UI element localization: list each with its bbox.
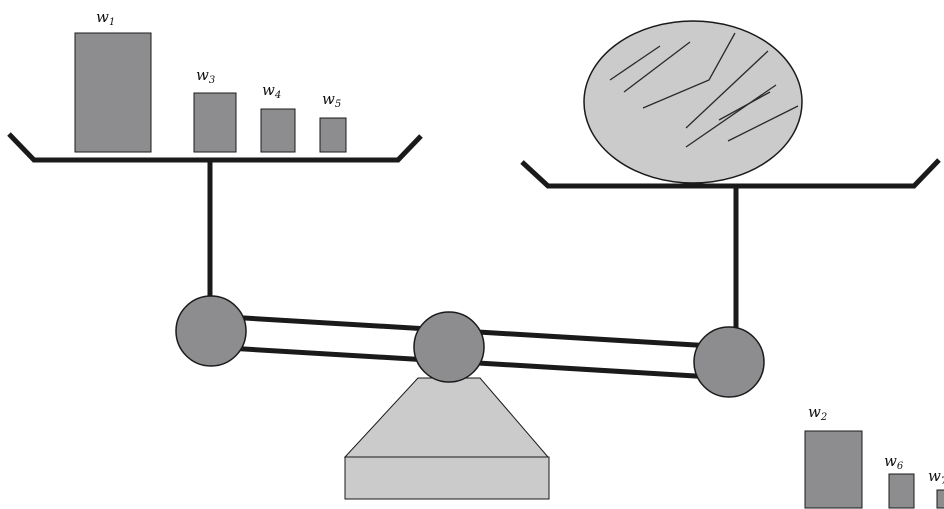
- weight-w5: [319, 117, 347, 153]
- fulcrum-trapezoid: [343, 377, 550, 458]
- left-pan: [7, 132, 423, 163]
- object-scratches: [609, 32, 799, 148]
- weight-w2: [804, 430, 863, 509]
- center-pivot: [413, 311, 485, 383]
- label-w6: w6: [884, 452, 904, 472]
- right-pivot: [693, 326, 765, 398]
- weight-w4: [260, 108, 296, 153]
- label-w1: w1: [96, 8, 115, 28]
- left-pivot: [175, 295, 247, 367]
- label-w5: w5: [322, 90, 341, 110]
- label-w2: w2: [808, 403, 827, 423]
- label-w7: w7: [928, 467, 944, 487]
- weight-w1: [74, 32, 152, 153]
- weight-w3: [193, 92, 237, 153]
- fulcrum-base: [344, 456, 550, 500]
- fulcrum-stand: [343, 377, 550, 500]
- right-pan: [520, 158, 941, 189]
- label-w3: w3: [196, 66, 215, 86]
- label-w4: w4: [262, 81, 281, 101]
- weight-w6: [888, 473, 915, 509]
- unknown-object-ellipse: [583, 20, 803, 184]
- weight-w7: [936, 489, 944, 509]
- unknown-object: [583, 20, 803, 184]
